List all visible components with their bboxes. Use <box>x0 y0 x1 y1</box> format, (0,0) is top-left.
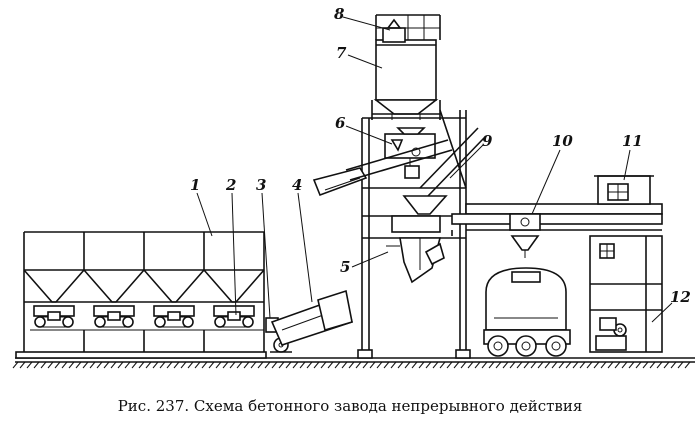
dosing-unit-6 <box>384 127 436 179</box>
label-5: 5 <box>340 258 350 276</box>
figure-caption: Рис. 237. Схема бетонного завода непреры… <box>118 397 583 415</box>
label-1: 1 <box>190 176 200 194</box>
control-cabin-11 <box>594 175 654 205</box>
label-7: 7 <box>336 44 347 62</box>
callout-labels: 1 2 3 4 5 6 7 8 9 10 11 12 <box>190 5 691 306</box>
label-9: 9 <box>482 132 493 150</box>
inclined-conveyor-4 <box>270 289 353 346</box>
mixer-5 <box>386 195 448 284</box>
label-10: 10 <box>552 132 573 150</box>
concrete-truck <box>483 267 571 357</box>
aggregate-bins <box>15 231 267 359</box>
right-building-12 <box>589 235 663 353</box>
inclined-conveyor-9 <box>419 127 485 197</box>
inclined-conveyor-upper <box>312 139 453 197</box>
label-3: 3 <box>256 176 266 194</box>
label-6: 6 <box>335 114 346 132</box>
belt-conveyor-10 <box>451 203 663 258</box>
label-2: 2 <box>225 176 236 194</box>
label-11: 11 <box>622 132 643 150</box>
label-8: 8 <box>334 5 345 23</box>
label-12: 12 <box>670 288 691 306</box>
ground <box>12 357 695 369</box>
main-tower <box>357 109 471 359</box>
cement-silo-7 <box>371 14 441 120</box>
label-4: 4 <box>292 176 302 194</box>
leader-lines <box>196 16 673 323</box>
